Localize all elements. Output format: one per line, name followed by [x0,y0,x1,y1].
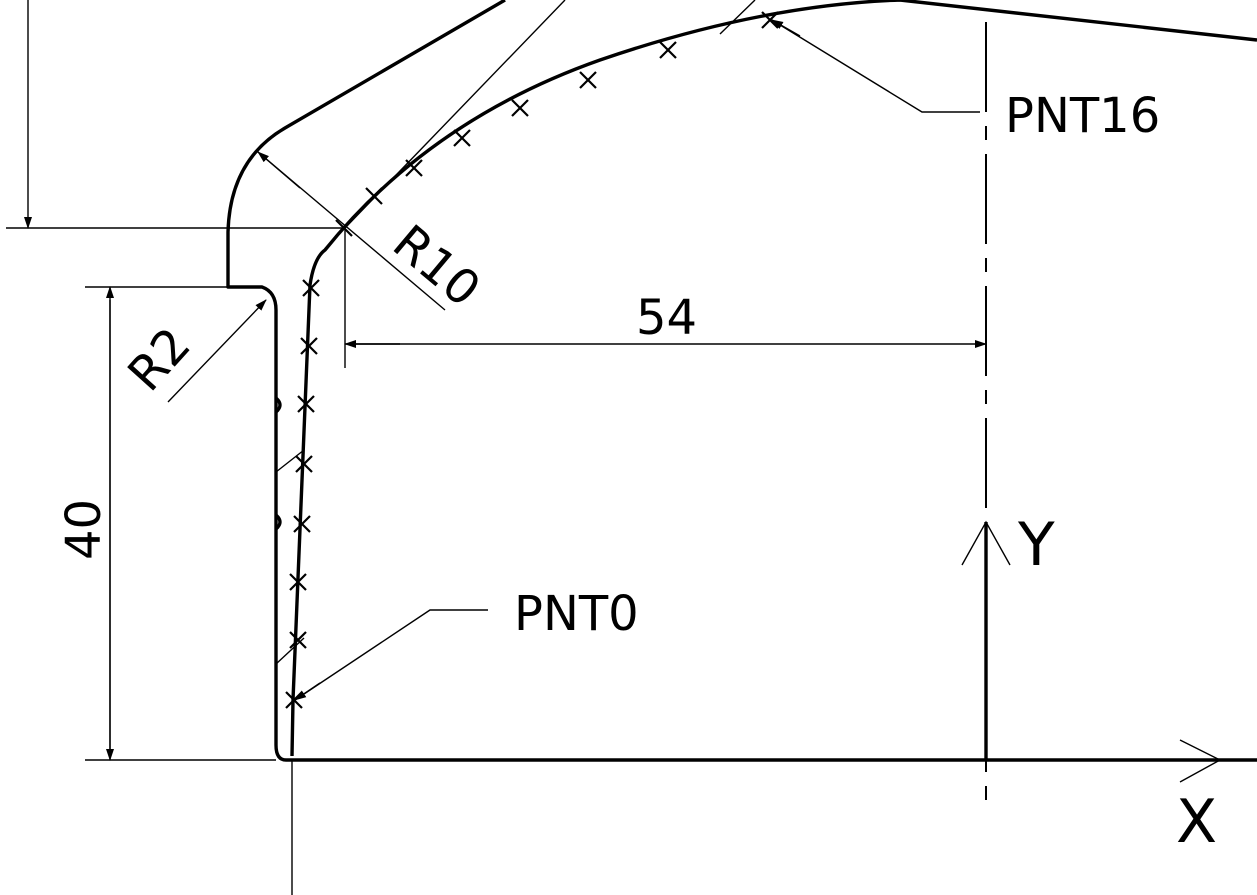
pnt0-label: PNT0 [514,586,639,642]
dimension-54-label: 54 [636,290,697,346]
pnt0-leader-line [294,609,488,701]
pnt-marker [289,573,307,591]
y-axis-label: Y [1017,510,1055,580]
construction-line-diagonal [344,0,566,229]
pnt0-arrow [294,682,321,701]
pnt-marker [453,129,471,147]
dimension-40-label: 40 [56,499,112,560]
pnt-marker [297,395,315,413]
pnt-marker [659,41,677,59]
construction-line-wall-1 [275,449,305,473]
pnt-marker [405,159,423,177]
pnt-marker [285,691,303,709]
wall-notch-lower [274,513,282,531]
pnt16-label: PNT16 [1005,88,1160,144]
pnt-marker [365,187,383,205]
r2-leader-line [167,299,267,403]
x-axis-arrowhead [1179,739,1222,783]
inner-profile-curve [290,0,1257,757]
pnt-marker [295,455,313,473]
pnt-marker [302,279,320,297]
pnt-marker [300,337,318,355]
part-outer-outline [226,0,506,762]
pnt16-arrow [771,19,801,37]
x-axis-label: X [1176,787,1217,857]
r2-label: R2 [117,317,201,402]
pnt-marker [511,99,529,117]
pnt-marker [289,631,307,649]
pnt-marker [579,71,597,89]
pnt-marker [335,219,353,237]
pnt16-leader-line [771,19,980,113]
construction-line-short [719,0,756,35]
r10-label: R10 [382,214,490,318]
pnt-markers [285,11,779,709]
wall-notch-upper [274,396,282,414]
pnt-marker [293,515,311,533]
pnt-marker [761,11,779,29]
r10-arrow [257,151,301,189]
